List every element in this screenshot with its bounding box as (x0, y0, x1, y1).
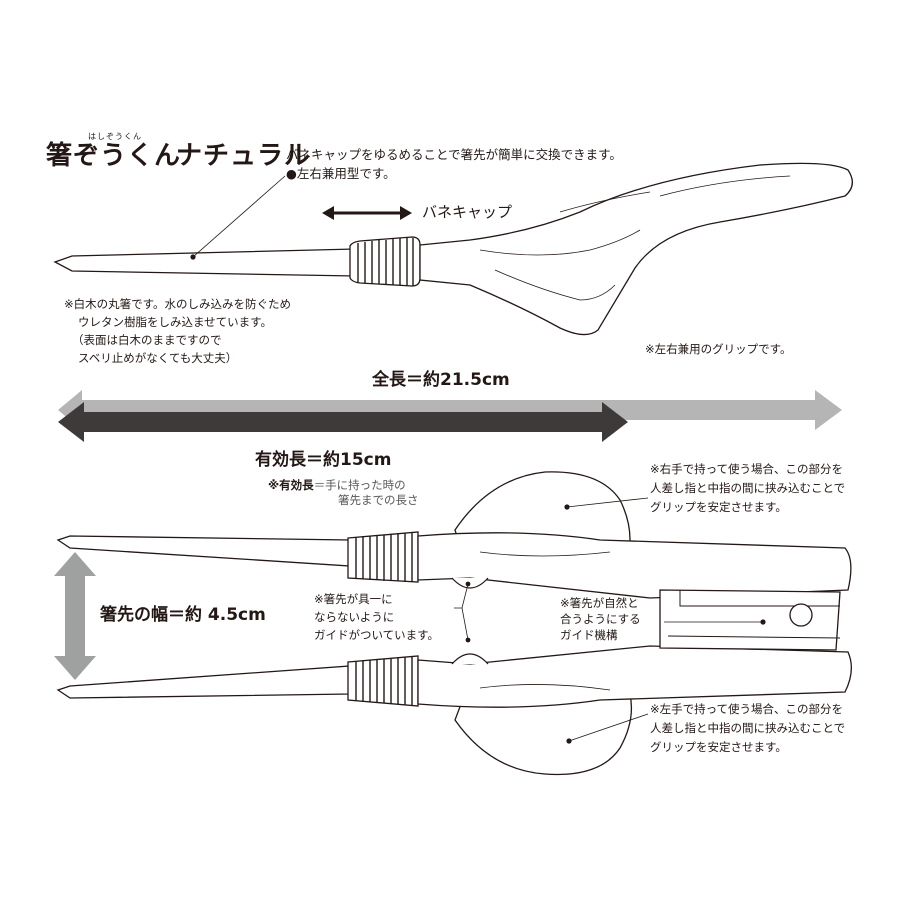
spring-cap-label: バネキャップ (422, 203, 513, 221)
bottom-pointers (454, 497, 766, 744)
effective-note-line-2: 箸先までの長さ (338, 493, 419, 507)
left-hand-note-line: 人差し指と中指の間に挟み込むことで (650, 720, 846, 735)
bottom-upper-spring-cap (347, 531, 419, 583)
right-hand-note-line: 人差し指と中指の間に挟み込むことで (650, 480, 846, 495)
bottom-lower-spring-cap (347, 655, 419, 707)
guide-note-line: ※箸先が具一に (314, 592, 393, 606)
left-hand-note-line: ※左手で持って使う場合、この部分を (650, 702, 844, 716)
chopstick-note-line: ※白木の丸箸です。水のしみ込みを防ぐため (64, 297, 291, 311)
tip-width-arrow (54, 552, 96, 680)
chopstick-note-line: スベリ止めがなくても大丈夫） (78, 350, 238, 365)
chopstick-note-line: ウレタン樹脂をしみ込ませています。 (78, 314, 273, 329)
logo-brand: 箸ぞうくん (46, 141, 182, 171)
spring-cap-arrow (322, 206, 412, 220)
guide-bumps (451, 577, 489, 665)
effective-length-note: ※有効長＝手に持った時の 箸先までの長さ (268, 474, 419, 508)
left-hand-note-line: グリップを安定させます。 (650, 739, 787, 754)
effective-note-bold: ※有効長 (268, 478, 314, 492)
grip-note: ※左右兼用のグリップです。 (645, 342, 792, 356)
effective-length-arrow (58, 402, 628, 442)
top-spring-cap (349, 236, 421, 287)
desc-line-2: ●左右兼用型です。 (286, 166, 396, 181)
guide-note-line: ならないように (314, 609, 395, 624)
effective-note-line-1: ＝手に持った時の (313, 478, 406, 492)
right-hand-note: ※右手で持って使う場合、この部分を 人差し指と中指の間に挟み込むことで グリップ… (650, 462, 845, 515)
total-length-label: 全長＝約21.5cm (372, 370, 510, 390)
left-hand-note: ※左手で持って使う場合、この部分を 人差し指と中指の間に挟み込むことで グリップ… (650, 702, 845, 755)
guide-mechanism (659, 589, 841, 651)
tip-width-label: 箸先の幅＝約 4.5cm (100, 605, 266, 625)
right-hand-note-line: ※右手で持って使う場合、この部分を (650, 462, 844, 476)
effective-length-label: 有効長＝約15cm (255, 450, 392, 470)
top-chopstick-illustration (53, 162, 853, 336)
bottom-chopsticks-illustration (56, 471, 852, 776)
mechanism-note-line: ガイド機構 (560, 627, 618, 642)
mechanism-note: ※箸先が自然と 合うようにする ガイド機構 (560, 596, 641, 643)
right-hand-note-line: グリップを安定させます。 (650, 499, 787, 514)
logo-name: ナチュラル (176, 141, 312, 171)
desc-line-1: バネキャップをゆるめることで箸先が簡単に交換できます。 (286, 147, 622, 162)
guide-note: ※箸先が具一に ならないように ガイドがついています。 (314, 592, 439, 643)
chopstick-note-line: （表面は白木のままですので (72, 332, 222, 347)
chopstick-note: ※白木の丸箸です。水のしみ込みを防ぐため ウレタン樹脂をしみ込ませています。 （… (64, 297, 291, 366)
guide-note-line: ガイドがついています。 (314, 627, 440, 642)
logo-ruby: はしぞうくん (88, 132, 142, 141)
mechanism-note-line: ※箸先が自然と (560, 596, 639, 610)
mechanism-note-line: 合うようにする (560, 611, 641, 626)
